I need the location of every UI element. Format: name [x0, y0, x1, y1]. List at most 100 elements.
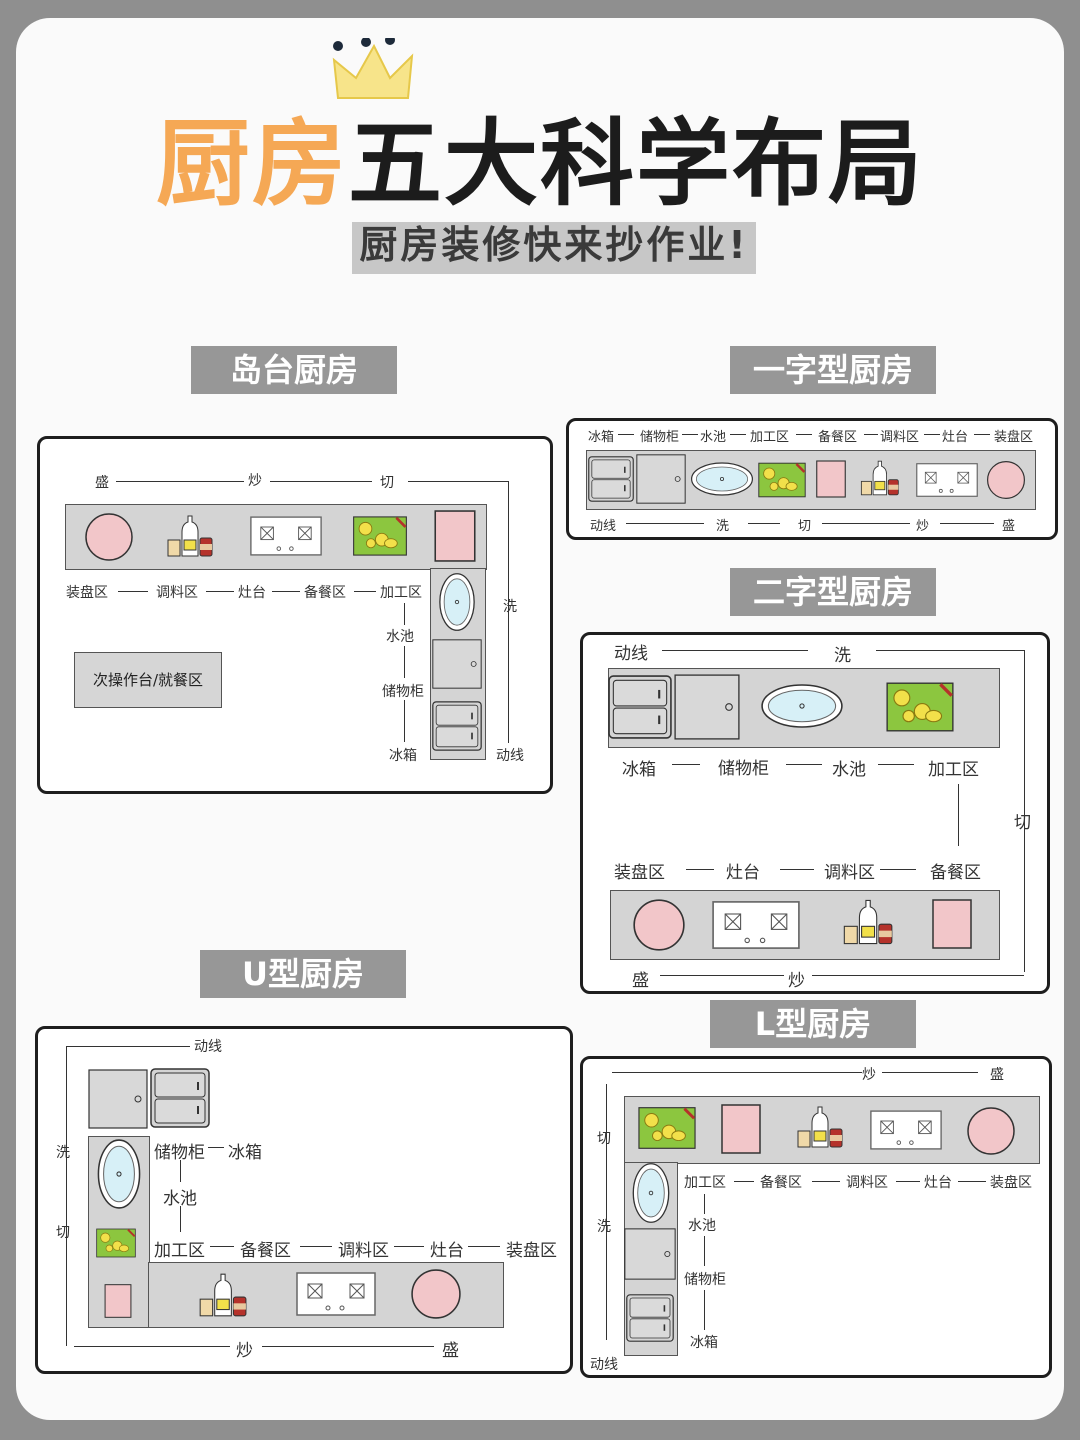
- label-tiaoliao: 调料区: [824, 863, 875, 883]
- flow-line: [208, 1147, 224, 1148]
- label-tiaoliao: 调料区: [880, 430, 920, 445]
- flow-line: [606, 1084, 607, 1340]
- cabinet-icon: [636, 450, 686, 508]
- flow-line: [408, 481, 508, 482]
- flow-line: [662, 650, 808, 651]
- tag-single: 一字型厨房: [730, 346, 936, 394]
- seasoning-icon: [196, 1272, 248, 1318]
- stove-icon: [712, 900, 800, 950]
- flow-line: [940, 523, 994, 524]
- label-sheng: 盛: [1002, 519, 1016, 534]
- label-beican: 备餐区: [930, 863, 981, 883]
- flow-line: [812, 1181, 840, 1182]
- label-chao: 炒: [862, 1067, 876, 1083]
- sink-icon: [760, 678, 844, 734]
- label-bingxiang: 冰箱: [389, 748, 417, 764]
- label-xi: 洗: [56, 1145, 70, 1161]
- flow-line: [272, 591, 300, 592]
- label-xi: 洗: [597, 1219, 611, 1235]
- flow-line: [734, 1181, 754, 1182]
- label-shuichi: 水池: [700, 430, 727, 445]
- label-sheng: 盛: [442, 1341, 459, 1361]
- flow-line: [210, 1246, 234, 1247]
- label-shuichi: 水池: [832, 760, 866, 780]
- label-sheng: 盛: [990, 1067, 1004, 1083]
- label-chao: 炒: [248, 473, 262, 489]
- label-jiagong: 加工区: [750, 430, 790, 445]
- cabinet-icon: [624, 1226, 676, 1282]
- label-chuwugui: 储物柜: [718, 759, 769, 779]
- flow-line: [66, 1046, 67, 1346]
- stove-icon: [916, 462, 978, 498]
- flow-line: [974, 434, 990, 435]
- serving-area-icon: [932, 896, 972, 952]
- flow-line: [404, 603, 405, 625]
- label-xi: 洗: [503, 599, 517, 615]
- label-beican: 备餐区: [304, 585, 346, 601]
- label-xi: 洗: [716, 519, 730, 534]
- fridge-icon: [150, 1062, 210, 1134]
- flow-line: [1024, 650, 1025, 972]
- serving-area-icon: [92, 1284, 144, 1318]
- seasoning-icon: [794, 1104, 844, 1150]
- label-chuwugui: 储物柜: [640, 430, 680, 445]
- flow-line: [116, 481, 244, 482]
- serving-area-icon: [720, 1104, 762, 1154]
- flow-line: [270, 481, 372, 482]
- label-qie: 切: [380, 475, 394, 491]
- secondary-counter: 次操作台/就餐区: [74, 652, 222, 708]
- label-beican: 备餐区: [818, 430, 858, 445]
- label-chuwugui: 储物柜: [154, 1143, 205, 1163]
- cutting-board-icon: [638, 1106, 696, 1150]
- label-bingxiang: 冰箱: [690, 1335, 718, 1351]
- label-dongxian: 动线: [496, 748, 524, 764]
- label-zaotai: 灶台: [726, 863, 760, 883]
- flow-line: [404, 646, 405, 678]
- flow-line: [612, 1072, 862, 1073]
- flow-line: [686, 869, 714, 870]
- flow-line: [880, 869, 916, 870]
- flow-line: [786, 764, 822, 765]
- stove-icon: [250, 516, 322, 556]
- title-highlight: 厨房: [155, 110, 348, 219]
- flow-line: [958, 1181, 986, 1182]
- stove-icon: [296, 1272, 376, 1316]
- flow-line: [730, 434, 746, 435]
- cutting-board-icon: [886, 682, 954, 732]
- flow-line: [180, 1206, 181, 1232]
- flow-line: [394, 1246, 424, 1247]
- tag-u: U型厨房: [200, 950, 406, 998]
- flow-line: [822, 523, 910, 524]
- label-beican: 备餐区: [760, 1175, 802, 1191]
- label-dongxian: 动线: [590, 1357, 618, 1373]
- label-zhuangpan: 装盘区: [990, 1175, 1032, 1191]
- title-rest: 五大科学布局: [348, 110, 925, 219]
- cutting-board-icon: [758, 462, 806, 498]
- flow-line: [748, 523, 780, 524]
- label-zaotai: 灶台: [430, 1241, 464, 1261]
- seasoning-icon: [840, 898, 894, 946]
- flow-line: [74, 1346, 230, 1347]
- label-bingxiang: 冰箱: [588, 430, 615, 445]
- cabinet-icon: [674, 668, 740, 746]
- label-shuichi: 水池: [386, 629, 414, 645]
- flow-line: [468, 1246, 500, 1247]
- sink-icon: [690, 458, 754, 500]
- fridge-icon: [608, 668, 672, 746]
- label-dongxian: 动线: [590, 519, 617, 534]
- cabinet-icon: [88, 1062, 148, 1136]
- label-shuichi: 水池: [163, 1189, 197, 1209]
- plate-icon: [410, 1268, 462, 1320]
- label-zhuangpan: 装盘区: [614, 863, 665, 883]
- serving-area-icon: [434, 510, 476, 562]
- subtitle-band: [352, 222, 756, 274]
- fridge-icon: [626, 1284, 674, 1352]
- label-xi: 洗: [834, 646, 851, 666]
- flow-line: [508, 481, 509, 743]
- label-zaotai: 灶台: [238, 585, 266, 601]
- plate-icon: [986, 460, 1026, 500]
- fridge-icon: [588, 452, 634, 506]
- flow-line: [704, 1194, 705, 1214]
- label-chao: 炒: [236, 1341, 253, 1361]
- label-zaotai: 灶台: [924, 1175, 952, 1191]
